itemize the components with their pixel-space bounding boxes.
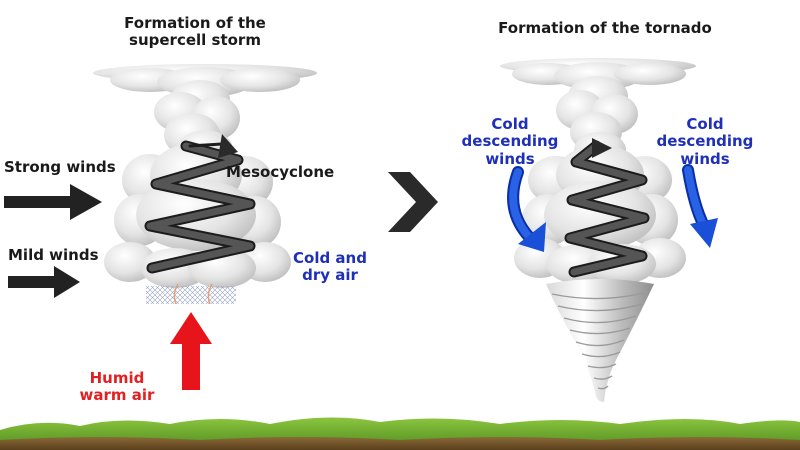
right-panel-title: Formation of the tornado: [498, 19, 712, 37]
strong-winds-label: Strong winds: [4, 158, 116, 176]
left-title-line1: Formation of the: [124, 14, 266, 32]
humid-warm-air-label: Humid warm air: [72, 369, 162, 405]
cold-descending-winds-left-label: Cold descending winds: [455, 115, 565, 168]
updraft-wisps: [173, 283, 213, 305]
mesocyclone-spiral: [144, 134, 256, 274]
strong-winds-arrow: [4, 184, 102, 220]
tornado-funnel: [546, 279, 654, 402]
humid-line1: Humid: [89, 369, 145, 387]
cold-desc-right-line1: Cold: [686, 115, 724, 133]
warm-air-arrow: [170, 312, 212, 390]
mild-winds-label: Mild winds: [8, 246, 99, 264]
cold-dry-air-label: Cold and dry air: [286, 249, 374, 285]
cold-desc-left-line3: winds: [485, 149, 535, 168]
transition-chevron-icon: [388, 172, 438, 232]
mild-winds-arrow: [8, 266, 80, 298]
cold-descending-arrow-right: [682, 164, 718, 248]
cold-descending-arrow-left: [507, 166, 546, 252]
cold-dry-line2: dry air: [302, 266, 358, 285]
cold-desc-left-line2: descending: [461, 132, 559, 151]
cold-desc-right-line2: descending: [656, 132, 754, 151]
ground: [0, 417, 800, 450]
left-panel-title: Formation of the supercell storm: [105, 14, 285, 50]
tornado-spiral: [564, 138, 650, 278]
cold-desc-right-line3: winds: [680, 149, 730, 168]
mesocyclone-label: Mesocyclone: [226, 163, 335, 181]
cold-dry-line1: Cold and: [293, 249, 367, 267]
humid-line2: warm air: [79, 386, 155, 405]
updraft-mesh: [146, 286, 236, 304]
cold-desc-left-line1: Cold: [491, 115, 529, 133]
cold-descending-winds-right-label: Cold descending winds: [650, 115, 760, 168]
left-title-line2: supercell storm: [129, 31, 261, 50]
